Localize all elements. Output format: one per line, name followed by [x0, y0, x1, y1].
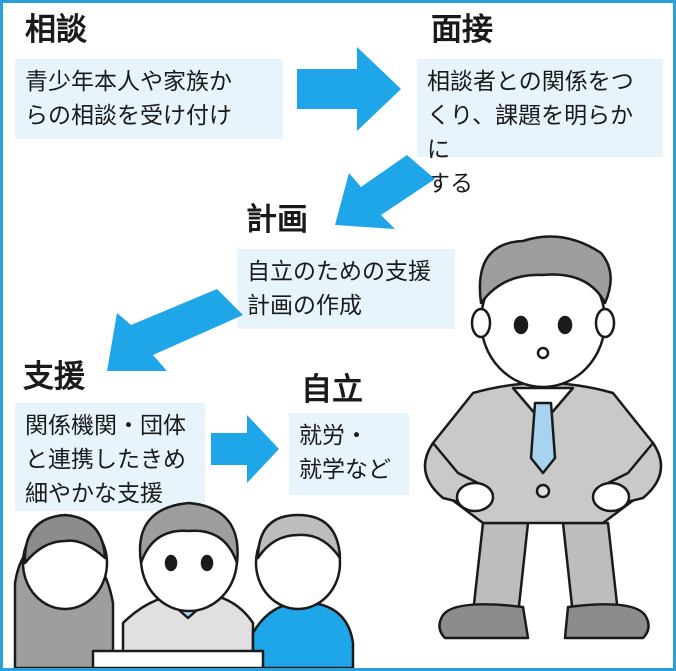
step-text-independence: 就労・ 就学など [289, 413, 409, 495]
standing-man-icon [423, 235, 663, 640]
diagram-graphics [13, 47, 663, 668]
group-of-people-icon [13, 501, 355, 668]
step-heading-consult: 相談 [25, 12, 87, 48]
step-heading-plan: 計画 [246, 202, 308, 238]
step-text-plan: 自立のための支援 計画の作成 [237, 249, 455, 329]
arrow-right-consult-to-interview [297, 47, 401, 131]
step-text-interview: 相談者との関係をつ くり、課題を明らかに する [417, 59, 663, 197]
arrow-diag-interview-to-plan [335, 155, 435, 229]
arrow-right-support-to-independence [211, 415, 279, 483]
step-heading-independence: 自立 [301, 372, 363, 408]
step-text-consult: 青少年本人や家族か らの相談を受け付け [15, 59, 283, 139]
step-heading-support: 支援 [23, 359, 85, 395]
arrow-diag-plan-to-support [107, 289, 243, 371]
step-heading-interview: 面接 [431, 12, 493, 48]
step-text-support: 関係機関・団体 と連携したきめ 細やかな支援 [15, 403, 205, 511]
